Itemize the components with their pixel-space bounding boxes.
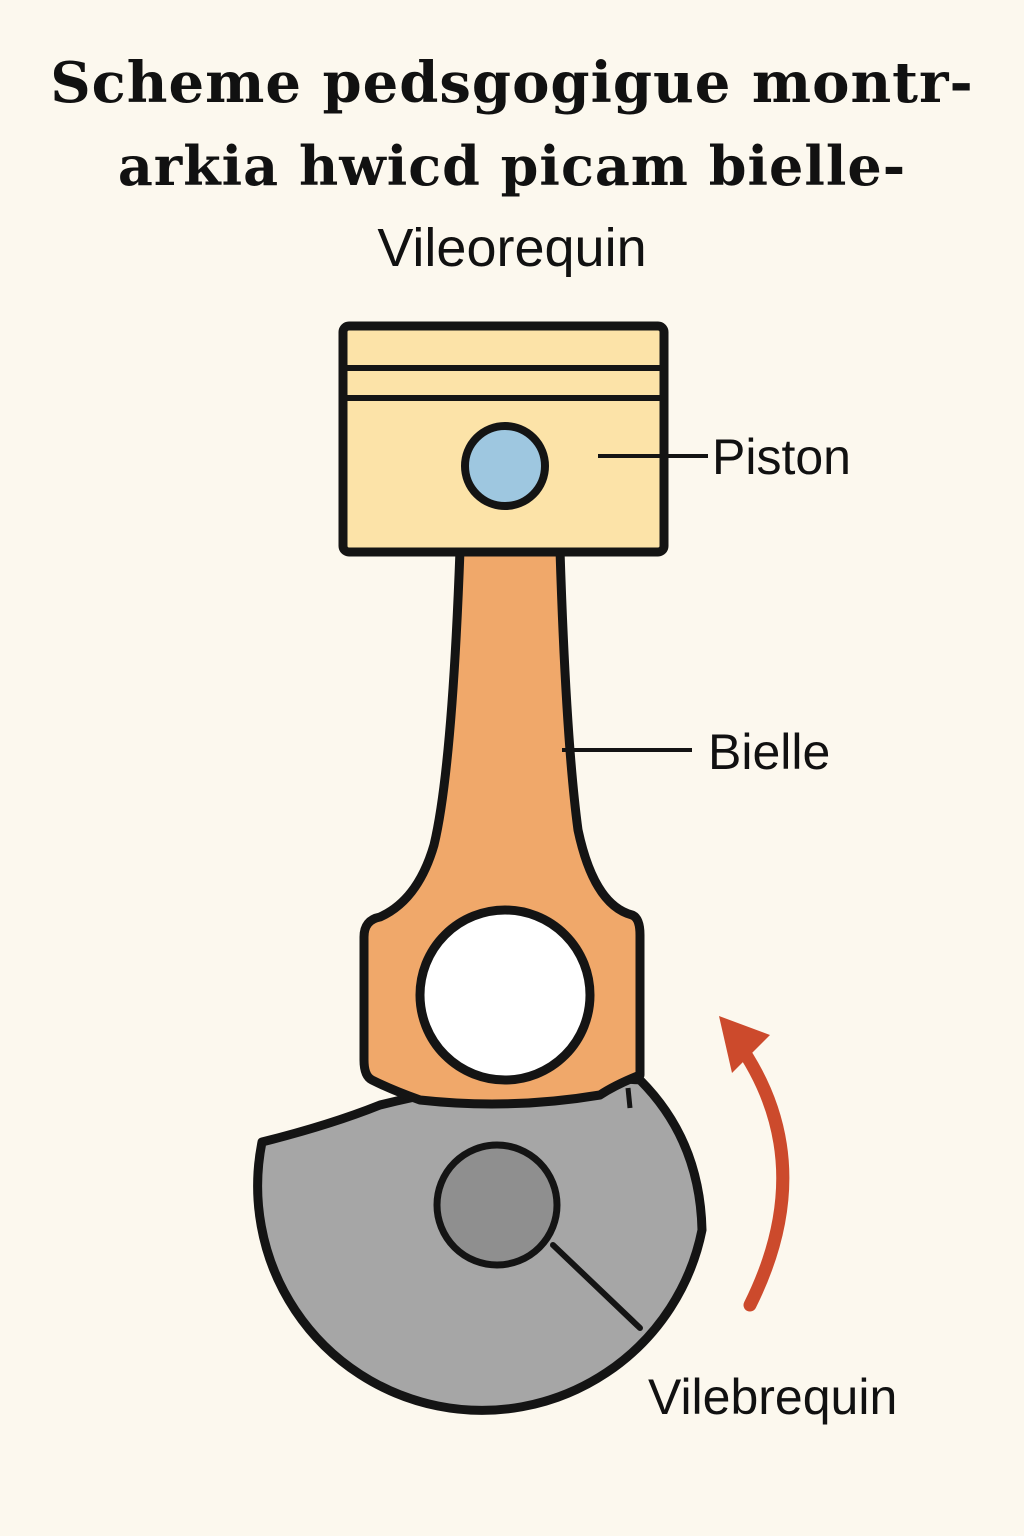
big-end-hole xyxy=(415,905,595,1085)
vilebrequin-label: Vilebrequin xyxy=(648,1369,898,1425)
crank-mark xyxy=(625,1087,633,1109)
piston-label: Piston xyxy=(712,429,851,485)
rotation-arrow-head xyxy=(719,1016,770,1073)
diagram-title: Scheme pedsgogigue montr- arkia hwicd pi… xyxy=(0,40,1024,290)
rotation-arrow xyxy=(729,1033,790,1312)
title-line-3: Vileorequin xyxy=(377,218,647,278)
piston-pin xyxy=(461,422,549,510)
title-line-2: arkia hwicd picam bielle- xyxy=(117,134,907,198)
bielle-label: Bielle xyxy=(708,724,831,780)
title-line-1: Scheme pedsgogigue montr- xyxy=(50,50,974,116)
crank-pin xyxy=(433,1141,561,1269)
crank-arm-line xyxy=(550,1242,643,1331)
